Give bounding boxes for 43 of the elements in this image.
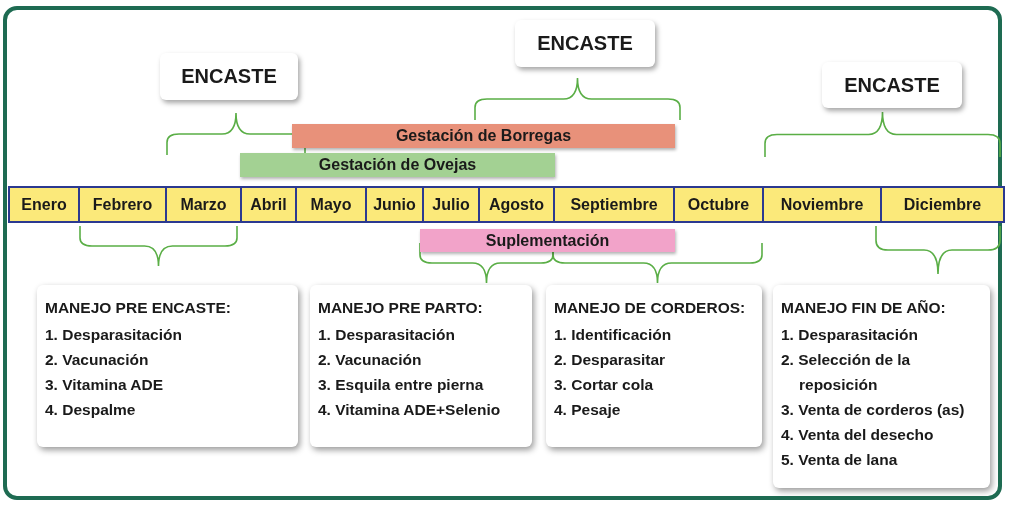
list-item: 4. Pesaje	[554, 400, 622, 420]
card-heading: MANEJO FIN DE AÑO:	[781, 298, 947, 318]
list-item: 1. Desparasitación	[45, 325, 183, 345]
list-item: 2. Desparasitar	[554, 350, 667, 370]
month-cell: Mayo	[295, 186, 367, 223]
month-cell: Marzo	[165, 186, 242, 223]
management-card	[773, 285, 990, 488]
month-cell: Enero	[8, 186, 80, 223]
list-item: 3. Esquila entre pierna	[318, 375, 485, 395]
month-cell: Abril	[240, 186, 297, 223]
management-card	[37, 285, 298, 447]
list-item: 1. Desparasitación	[318, 325, 456, 345]
period-bar: Gestación de Ovejas	[240, 153, 555, 177]
list-item: 3. Vitamina ADE	[45, 375, 164, 395]
month-cell: Septiembre	[553, 186, 675, 223]
list-item: 1. Identificación	[554, 325, 673, 345]
management-card	[546, 285, 762, 447]
encaste-callout: ENCASTE	[515, 20, 655, 67]
month-cell: Noviembre	[762, 186, 882, 223]
month-cell: Febrero	[78, 186, 167, 223]
list-item: 5. Venta de lana	[781, 450, 899, 470]
month-cell: Agosto	[478, 186, 555, 223]
encaste-callout: ENCASTE	[822, 62, 962, 108]
list-item: 4. Vitamina ADE+Selenio	[318, 400, 502, 420]
month-cell: Julio	[422, 186, 480, 223]
list-item: 4. Venta del desecho	[781, 425, 935, 445]
month-cell: Diciembre	[880, 186, 1005, 223]
month-cell: Octubre	[673, 186, 764, 223]
list-item: 2. Vacunación	[45, 350, 150, 370]
list-item: 2. Vacunación	[318, 350, 423, 370]
management-card	[310, 285, 532, 447]
list-item: 1. Desparasitación	[781, 325, 919, 345]
list-item: 3. Venta de corderos (as)	[781, 400, 966, 420]
card-heading: MANEJO PRE PARTO:	[318, 298, 484, 318]
list-item: 2. Selección de la reposición	[781, 350, 912, 395]
card-heading: MANEJO PRE ENCASTE:	[45, 298, 233, 318]
encaste-callout: ENCASTE	[160, 53, 298, 100]
month-cell: Junio	[365, 186, 424, 223]
period-bar: Suplementación	[420, 229, 675, 252]
period-bar: Gestación de Borregas	[292, 124, 675, 148]
list-item: 4. Despalme	[45, 400, 137, 420]
card-heading: MANEJO DE CORDEROS:	[554, 298, 747, 318]
list-item: 3. Cortar cola	[554, 375, 655, 395]
